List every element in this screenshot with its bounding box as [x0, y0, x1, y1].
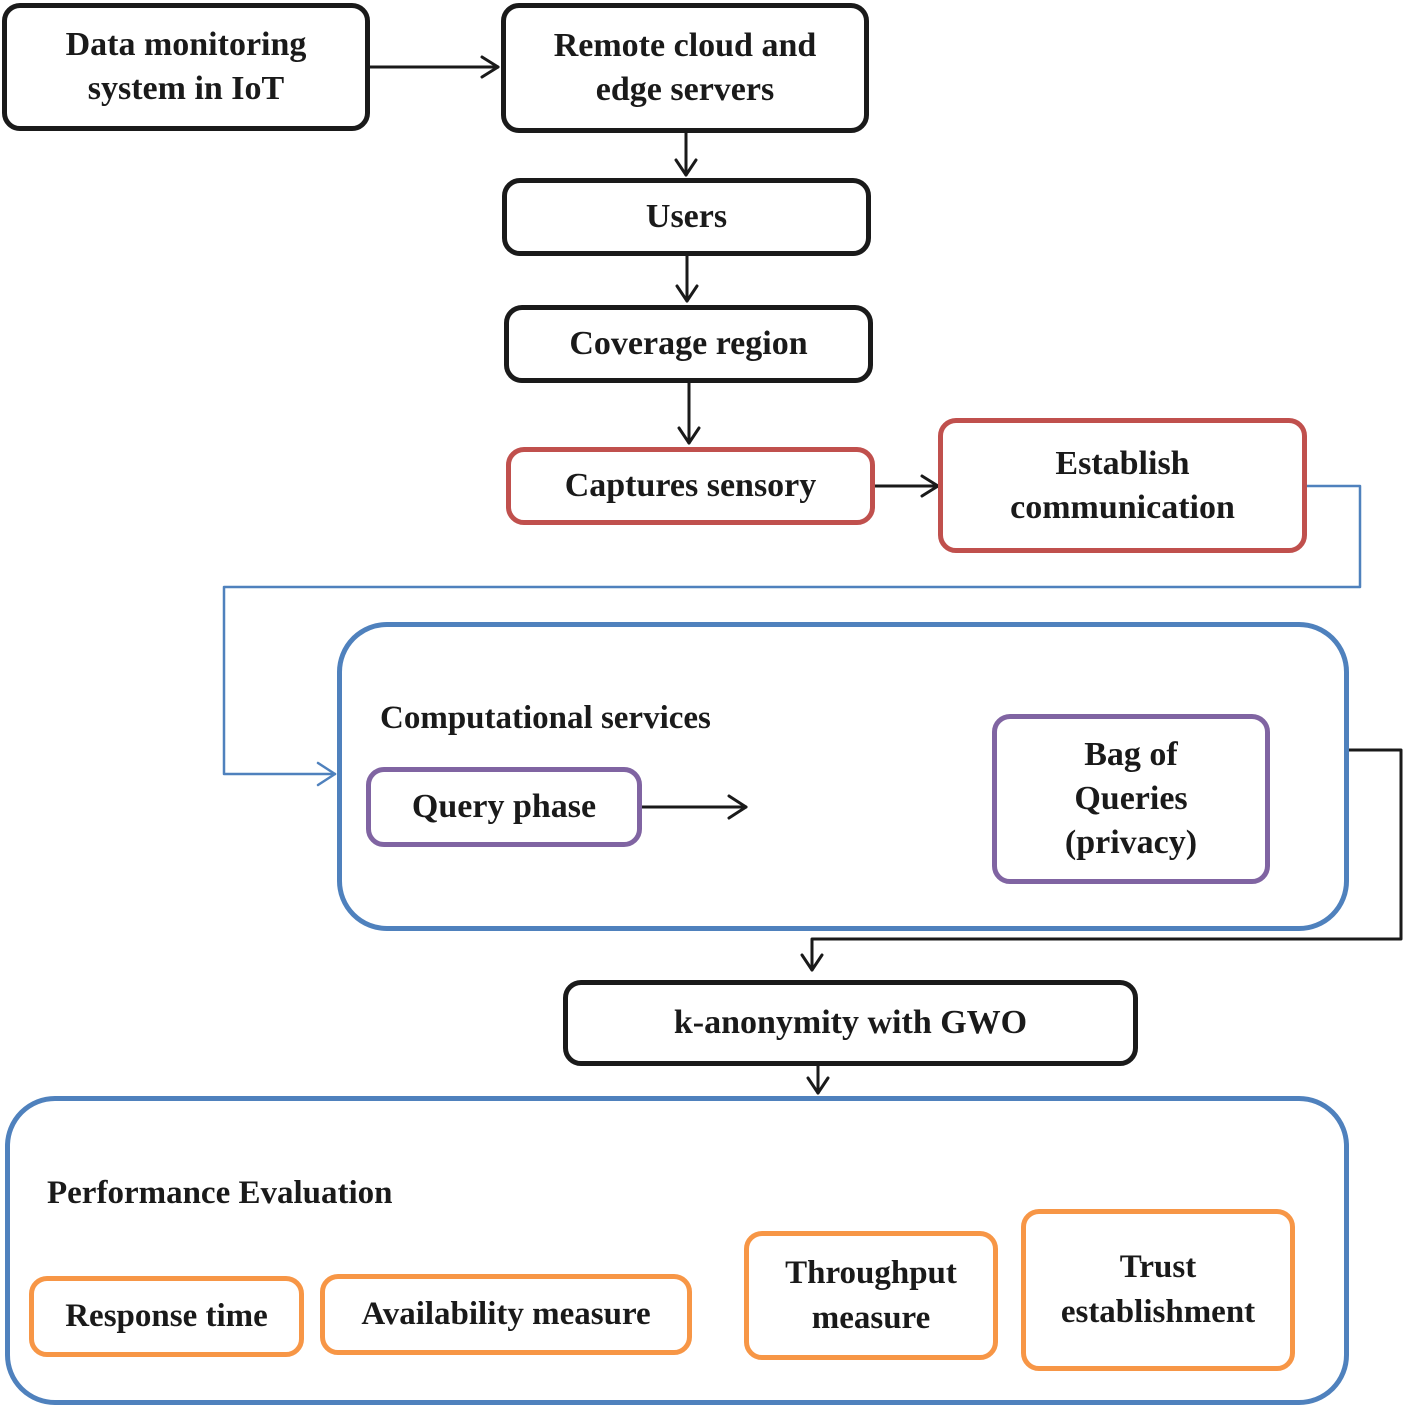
arrowhead — [316, 761, 337, 787]
performance-evaluation-label: Performance Evaluation — [47, 1175, 393, 1211]
arrow-establish-to-query — [222, 484, 1362, 776]
data-monitoring-node: Data monitoring system in IoT — [2, 3, 370, 131]
establish-communication-node: Establish communication — [938, 418, 1307, 553]
response-time-node: Response time — [29, 1276, 304, 1357]
performance-evaluation-group — [5, 1096, 1349, 1405]
arrowhead — [480, 55, 500, 79]
availability-measure-node: Availability measure — [320, 1274, 692, 1355]
users-node: Users — [502, 178, 871, 256]
arrow-computational-to-kanonymity — [810, 748, 1403, 972]
trust-establishment-node: Trust establishment — [1021, 1209, 1295, 1371]
coverage-region-node: Coverage region — [504, 305, 873, 383]
computational-services-group — [337, 622, 1349, 931]
arrowhead — [677, 426, 701, 445]
arrowhead — [800, 953, 824, 972]
arrowhead — [806, 1076, 830, 1095]
arrowhead — [675, 284, 699, 303]
k-anonymity-node: k-anonymity with GWO — [563, 980, 1138, 1066]
bag-of-queries-node: Bag of Queries (privacy) — [992, 714, 1270, 884]
captures-sensory-node: Captures sensory — [506, 447, 875, 525]
arrowhead — [674, 158, 698, 177]
remote-cloud-node: Remote cloud and edge servers — [501, 3, 869, 133]
throughput-measure-node: Throughput measure — [744, 1231, 998, 1360]
arrowhead — [727, 794, 748, 820]
computational-services-label: Computational services — [380, 700, 711, 736]
query-phase-node: Query phase — [366, 767, 642, 847]
